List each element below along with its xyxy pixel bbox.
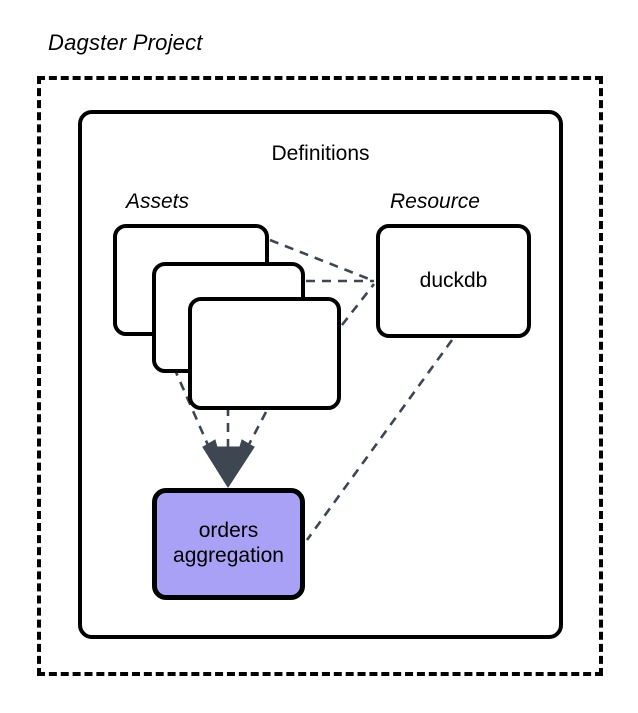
definitions-container: Definitions — [78, 110, 563, 639]
asset-node-orders-label-line1: orders — [198, 519, 259, 543]
section-label-assets: Assets — [126, 190, 190, 213]
resource-node-label: duckdb — [419, 268, 488, 292]
asset-node-orders-label-line2: aggregation — [173, 544, 284, 567]
resource-node-duckdb[interactable]: duckdb — [376, 224, 531, 338]
definitions-label: Definitions — [271, 142, 370, 165]
asset-node-orders-aggregation[interactable]: orders aggregation — [152, 488, 305, 600]
section-label-resource: Resource — [390, 190, 480, 213]
asset-node-front[interactable] — [188, 297, 341, 410]
page-title: Dagster Project — [48, 30, 203, 55]
project-boundary — [37, 76, 603, 676]
